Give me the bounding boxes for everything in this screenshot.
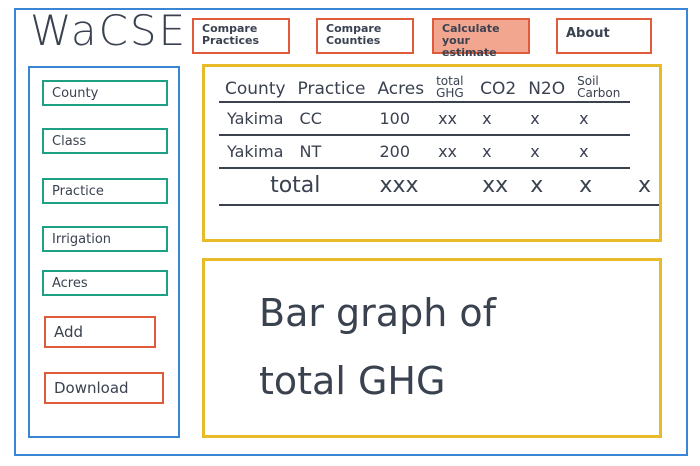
results-table: County Practice Acres total GHG CO2 N2O … — [219, 73, 659, 206]
practice-select[interactable]: Practice — [42, 178, 168, 204]
col-n2o: N2O — [522, 73, 572, 103]
results-table-panel: County Practice Acres total GHG CO2 N2O … — [202, 64, 662, 242]
add-button[interactable]: Add — [44, 316, 156, 348]
graph-placeholder: Bar graph of total GHG — [259, 279, 496, 415]
col-acres: Acres — [371, 73, 431, 103]
app-logo: WaCSE — [30, 6, 188, 55]
table-row: Yakima NT 200 xx x x x — [219, 135, 659, 169]
cell-co2: x — [474, 135, 523, 169]
col-soil-carbon: Soil Carbon — [571, 73, 630, 103]
cell-n2o: x — [522, 102, 572, 136]
cell-total-ghg: xx — [430, 102, 475, 136]
irrigation-select[interactable]: Irrigation — [42, 226, 168, 252]
total-soil-carbon-a: x — [571, 168, 630, 206]
graph-panel: Bar graph of total GHG — [202, 258, 662, 438]
app-frame — [14, 8, 688, 456]
nav-compare-counties[interactable]: Compare Counties — [316, 18, 414, 54]
sidebar: County Class Practice Irrigation Acres A… — [28, 66, 180, 438]
table-row: Yakima CC 100 xx x x x — [219, 102, 659, 136]
nav-compare-practices[interactable]: Compare Practices — [192, 18, 290, 54]
acres-input[interactable]: Acres — [42, 270, 168, 296]
col-practice: Practice — [291, 73, 372, 103]
cell-acres: 100 — [371, 102, 431, 136]
cell-total-ghg: xx — [430, 135, 475, 169]
total-soil-carbon-b: x — [629, 168, 659, 206]
total-co2: xx — [474, 168, 523, 206]
cell-county: Yakima — [219, 102, 292, 136]
cell-soil-carbon: x — [571, 102, 630, 136]
cell-n2o: x — [522, 135, 572, 169]
cell-practice: CC — [291, 102, 372, 136]
county-select[interactable]: County — [42, 80, 168, 106]
cell-practice: NT — [291, 135, 372, 169]
nav-about[interactable]: About — [556, 18, 652, 54]
total-label: total — [219, 168, 372, 206]
col-county: County — [219, 73, 292, 103]
total-n2o: x — [522, 168, 572, 206]
graph-placeholder-line1: Bar graph of — [259, 291, 496, 335]
col-co2: CO2 — [474, 73, 523, 103]
graph-placeholder-line2: total GHG — [259, 359, 446, 403]
cell-co2: x — [474, 102, 523, 136]
table-total-row: total xxx xx x x x — [219, 168, 659, 206]
download-button[interactable]: Download — [44, 372, 164, 404]
cell-county: Yakima — [219, 135, 292, 169]
cell-soil-carbon: x — [571, 135, 630, 169]
col-total-ghg: total GHG — [430, 73, 475, 103]
total-ghg: xxx — [371, 168, 475, 206]
cell-acres: 200 — [371, 135, 431, 169]
class-select[interactable]: Class — [42, 128, 168, 154]
table-header-row: County Practice Acres total GHG CO2 N2O … — [219, 73, 659, 103]
nav-calculate-estimate[interactable]: Calculate your estimate — [432, 18, 530, 59]
